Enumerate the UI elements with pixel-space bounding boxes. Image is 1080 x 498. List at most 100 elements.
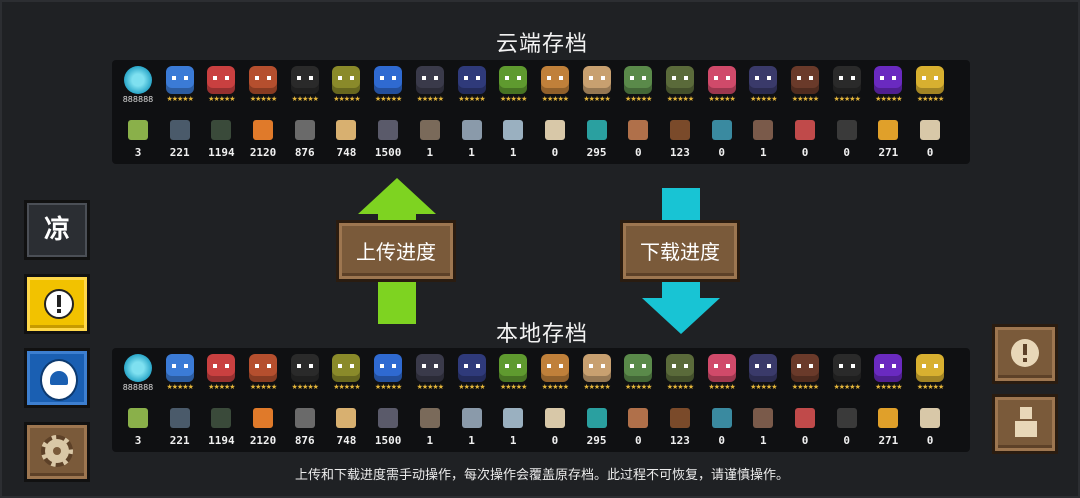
material-count: 0 [843, 434, 850, 447]
material-count: 2120 [249, 434, 277, 447]
material-count: 1 [426, 434, 434, 447]
hero-slot: ★★★★★ [662, 354, 698, 394]
hero-portrait-icon [374, 66, 403, 94]
hero-stars: ★★★★★ [708, 383, 735, 391]
hero-portrait-icon [415, 66, 444, 94]
hero-portrait-icon [582, 354, 611, 382]
material-count: 0 [843, 146, 850, 159]
hero-slot: ★★★★★ [287, 66, 323, 106]
hero-portrait-icon [249, 354, 278, 382]
material-slot: 1 [745, 404, 781, 448]
material-slot: 2120 [245, 404, 281, 448]
hero-slot: ★★★★★ [203, 66, 239, 106]
material-slot: 295 [579, 404, 615, 448]
hero-slot: ★★★★★ [537, 354, 573, 394]
hero-stars: ★★★★★ [625, 95, 652, 103]
material-slot: 0 [620, 404, 656, 448]
hero-slot: ★★★★★ [912, 66, 948, 106]
material-icon [378, 120, 399, 140]
material-slot: 123 [662, 116, 698, 160]
material-slot: 1 [495, 404, 531, 448]
hero-slot: ★★★★★ [245, 66, 281, 106]
hero-portrait-icon [707, 66, 736, 94]
info-button[interactable] [992, 324, 1058, 384]
hero-portrait-icon [332, 354, 361, 382]
material-icon [294, 120, 315, 140]
material-count: 1194 [208, 146, 235, 159]
material-slot: 0 [620, 116, 656, 160]
material-icon [169, 120, 190, 140]
gems-value: 888888 [122, 383, 154, 392]
hero-portrait-icon [457, 66, 486, 94]
download-progress-button[interactable]: 下载进度 [620, 220, 740, 282]
cloud-service-button[interactable] [24, 348, 90, 408]
material-count: 221 [169, 434, 190, 447]
material-icon [503, 120, 524, 140]
material-slot: 0 [537, 404, 573, 448]
material-count: 221 [169, 146, 190, 159]
material-icon [211, 408, 232, 428]
hero-slot: ★★★★★ [495, 66, 531, 106]
material-count: 0 [926, 146, 934, 159]
upload-progress-button[interactable]: 上传进度 [336, 220, 456, 282]
hero-stars: ★★★★★ [791, 383, 819, 391]
material-slot: 0 [912, 116, 948, 160]
material-count: 1 [509, 146, 517, 159]
gear-icon [41, 435, 73, 467]
hero-stars: ★★★★★ [333, 95, 360, 103]
material-count: 1194 [208, 434, 235, 447]
gems-value: 888888 [122, 95, 154, 104]
hero-stars: ★★★★★ [916, 383, 944, 391]
hero-stars: ★★★★★ [374, 383, 402, 391]
gem-icon [124, 66, 152, 94]
material-icon [419, 120, 440, 140]
language-button[interactable]: 凉 [24, 200, 90, 260]
material-slot: 0 [912, 404, 948, 448]
material-slot: 123 [662, 404, 698, 448]
material-icon [419, 408, 440, 428]
material-slot: 295 [579, 116, 615, 160]
material-slot: 271 [870, 404, 906, 448]
hero-slot: ★★★★★ [620, 66, 656, 106]
material-slot: 3 [120, 404, 156, 448]
hero-stars: ★★★★★ [499, 95, 527, 103]
hero-portrait-icon [290, 354, 319, 382]
hero-stars: ★★★★★ [458, 383, 485, 391]
material-count: 295 [586, 434, 607, 447]
hero-slot: ★★★★★ [537, 66, 573, 106]
material-count: 3 [134, 146, 142, 159]
hero-stars: ★★★★★ [416, 95, 444, 103]
hero-slot: ★★★★★ [454, 354, 490, 394]
hero-slot: ★★★★★ [328, 354, 364, 394]
hero-stars: ★★★★★ [583, 95, 610, 103]
hero-stars: ★★★★★ [166, 95, 193, 103]
material-icon [920, 120, 941, 140]
material-icon [753, 408, 774, 428]
material-slot: 0 [704, 116, 740, 160]
material-slot: 748 [328, 116, 364, 160]
material-icon [461, 408, 482, 428]
notice-button[interactable] [24, 274, 90, 334]
material-icon [253, 120, 274, 140]
local-save-panel: 888888★★★★★★★★★★★★★★★★★★★★★★★★★★★★★★★★★★… [112, 348, 970, 452]
material-count: 876 [294, 434, 315, 447]
hero-portrait-icon [499, 354, 528, 382]
material-slot: 748 [328, 404, 364, 448]
material-count: 0 [801, 434, 809, 447]
material-slot: 0 [829, 116, 865, 160]
hero-portrait-icon [832, 354, 861, 382]
hero-stars: ★★★★★ [458, 95, 485, 103]
hero-slot: ★★★★★ [870, 66, 906, 106]
hero-slot: ★★★★★ [245, 354, 281, 394]
material-count: 271 [878, 434, 899, 447]
account-button[interactable] [992, 394, 1058, 454]
material-icon [378, 408, 399, 428]
hero-stars: ★★★★★ [333, 383, 360, 391]
settings-button[interactable] [24, 422, 90, 482]
hero-stars: ★★★★★ [249, 95, 277, 103]
material-icon [628, 408, 649, 428]
hero-slot: ★★★★★ [287, 354, 323, 394]
hero-slot: ★★★★★ [162, 354, 198, 394]
hero-portrait-icon [332, 66, 361, 94]
material-slot: 3 [120, 116, 156, 160]
